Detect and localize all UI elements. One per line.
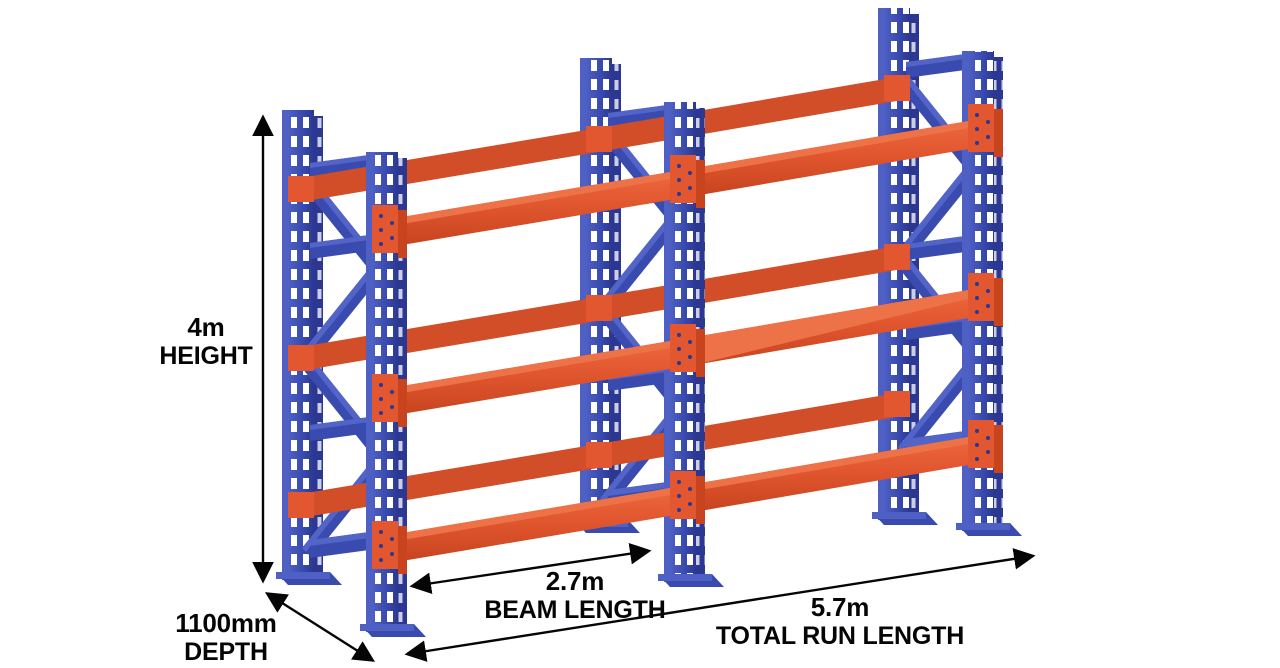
height-value: 4m bbox=[187, 312, 225, 342]
rear-beams-bay-2 bbox=[610, 75, 908, 466]
beam-connector-b3 bbox=[670, 471, 705, 524]
beam-connector-a1 bbox=[372, 205, 407, 258]
beam-length-caption: BEAM LENGTH bbox=[484, 596, 666, 625]
beam-connector-a2 bbox=[372, 374, 407, 427]
beam-connector-c1 bbox=[968, 104, 1003, 157]
beam-connector-a3 bbox=[372, 521, 407, 574]
depth-caption: DEPTH bbox=[184, 638, 268, 667]
base-plate-front-c bbox=[956, 523, 1022, 536]
total-run-value: 5.7m bbox=[810, 592, 870, 622]
rear-beam-connectors bbox=[288, 75, 910, 518]
beam-connector-c2 bbox=[968, 273, 1003, 326]
height-dimension-label: 4m HEIGHT bbox=[116, 312, 296, 371]
depth-dimension-label: 1100mm DEPTH bbox=[116, 608, 336, 667]
total-run-dimension-arrow bbox=[404, 548, 1036, 662]
base-plate-front-a bbox=[360, 624, 426, 637]
beam-connector-b2 bbox=[670, 324, 705, 377]
front-beams-bay-1 bbox=[396, 168, 694, 562]
rear-beams-bay-1 bbox=[312, 126, 610, 516]
height-caption: HEIGHT bbox=[159, 342, 253, 371]
depth-value: 1100mm bbox=[175, 608, 277, 638]
beam-length-dimension-label: 2.7m BEAM LENGTH bbox=[430, 566, 720, 625]
front-beams-bay-2 bbox=[694, 117, 992, 512]
total-run-dimension-label: 5.7m TOTAL RUN LENGTH bbox=[640, 592, 1040, 651]
base-plate-rear-a bbox=[276, 572, 342, 585]
beam-connector-b1 bbox=[670, 155, 705, 208]
total-run-caption: TOTAL RUN LENGTH bbox=[715, 622, 965, 651]
beam-connector-c3 bbox=[968, 420, 1003, 473]
beam-length-value: 2.7m bbox=[545, 566, 605, 596]
depth-dimension-arrow bbox=[264, 592, 376, 662]
base-plate-rear-c bbox=[872, 512, 938, 525]
